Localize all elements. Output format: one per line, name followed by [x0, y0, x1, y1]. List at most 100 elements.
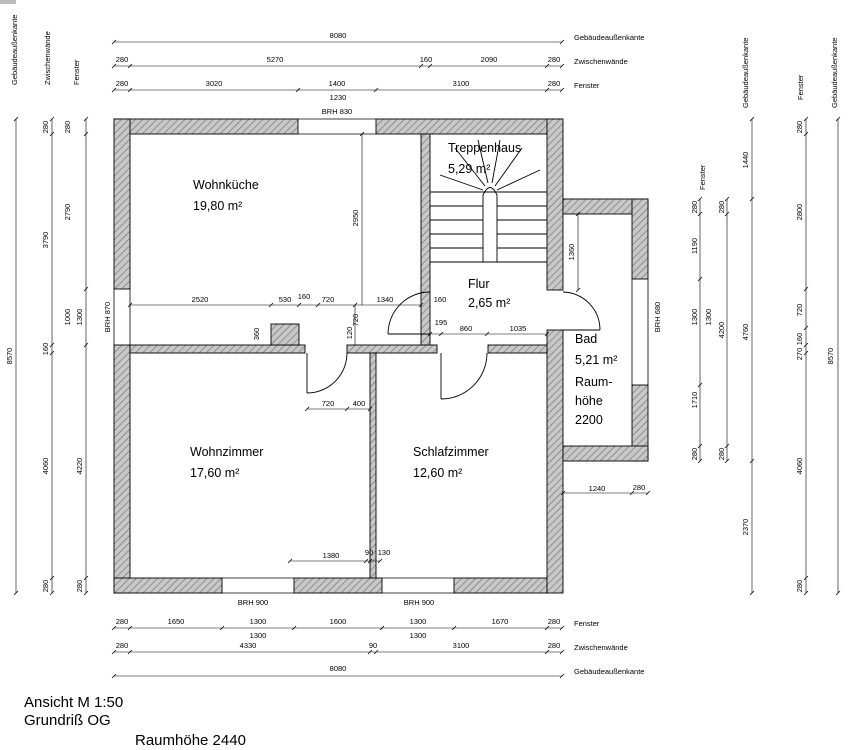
brh-top: BRH 830	[322, 107, 352, 116]
left-wall-dim: 160	[41, 343, 50, 356]
bottom-walls-label: Zwischenwände	[574, 643, 628, 652]
right-window-dim: 1710	[690, 392, 699, 409]
right-window-dim: 1190	[690, 238, 699, 254]
right-exterior-label-2: Gebäudeaußenkante	[830, 38, 839, 108]
right-mid-dim: 4760	[741, 324, 750, 341]
left-window-dim: 280	[63, 121, 72, 134]
right-inner-dim: 4200	[717, 322, 726, 339]
bottom-windows-label: Fenster	[574, 619, 600, 628]
right-far-dim: 270	[795, 348, 804, 361]
right-far-dim: 160	[795, 333, 804, 346]
corner-fragment	[0, 0, 16, 4]
bottom-wall-dim: 280	[548, 641, 561, 650]
dim-1340: 1340	[377, 295, 394, 304]
dim-195: 195	[435, 318, 448, 327]
top-window-dim: 280	[548, 79, 561, 88]
bottom-wall-dim: 280	[116, 641, 129, 650]
brh-right: BRH 680	[653, 302, 662, 332]
bottom-dimension-labels: 280 1650 1300 1600 1300 1670 280 Fenster…	[116, 617, 645, 676]
right-window-dim: 1300	[690, 309, 699, 326]
top-window-dim: 3020	[206, 79, 223, 88]
brh-left: BRH 870	[103, 302, 112, 332]
bottom-window-dim: 1600	[330, 617, 347, 626]
room-flur-name: Flur	[468, 277, 490, 291]
top-total-dim: 8080	[330, 31, 347, 40]
bottom-window-dim: 1300	[410, 617, 427, 626]
doors	[306, 291, 601, 400]
room-schlafzimmer-area: 12,60 m²	[413, 466, 462, 480]
left-window-dim: 1000	[63, 309, 72, 326]
bottom-window-dim: 280	[548, 617, 561, 626]
right-inner-dim: 1300	[704, 309, 713, 326]
right-far-dim: 720	[795, 304, 804, 317]
top-windows-label: Fenster	[574, 81, 600, 90]
right-far-dim: 2800	[795, 204, 804, 221]
left-window-dim: 4220	[75, 458, 84, 475]
right-mid-dim: 2370	[741, 519, 750, 536]
dim-1380: 1380	[323, 551, 340, 560]
dim-1360: 1360	[567, 244, 576, 261]
staircase	[430, 139, 547, 263]
right-inner-dim: 280	[717, 448, 726, 461]
bottom-window-dim: 1650	[168, 617, 185, 626]
room-wohnkueche-name: Wohnküche	[193, 178, 259, 192]
left-dimension-labels: Gebäudeaußenkante Zwischenwände Fenster …	[5, 15, 84, 593]
bottom-window-dim: 1670	[492, 617, 509, 626]
dim-720a: 720	[322, 295, 335, 304]
brh-bottom-right: BRH 900	[404, 598, 434, 607]
dim-2520: 2520	[192, 295, 209, 304]
right-inner-dim: 280	[717, 201, 726, 214]
top-window-dim: 280	[116, 79, 129, 88]
left-wall-dim: 280	[41, 580, 50, 593]
bottom-wall-dim: 4330	[240, 641, 257, 650]
room-labels: Wohnküche 19,80 m² Treppenhaus 5,29 m² F…	[190, 141, 617, 480]
dim-1035: 1035	[510, 324, 527, 333]
dim-360: 360	[252, 328, 261, 341]
left-windows-label: Fenster	[72, 59, 81, 85]
left-walls-label: Zwischenwände	[43, 31, 52, 85]
dim-2950: 2950	[351, 210, 360, 227]
right-far-dim: 280	[795, 121, 804, 134]
room-wohnkueche-area: 19,80 m²	[193, 199, 242, 213]
walls	[113, 118, 649, 594]
top-wall-dim: 160	[420, 55, 433, 64]
dim-90: 90	[365, 548, 373, 557]
bottom-wall-dim: 90	[369, 641, 377, 650]
bottom-window-dim: 1300	[250, 617, 267, 626]
bottom-wall-dim: 3100	[453, 641, 470, 650]
top-window-dim: 1400	[329, 79, 346, 88]
room-treppenhaus-area: 5,29 m²	[448, 162, 490, 176]
room-bad-name: Bad	[575, 332, 597, 346]
dim-530: 530	[279, 295, 292, 304]
top-wall-dim: 280	[548, 55, 561, 64]
right-windows-label-2: Fenster	[796, 74, 805, 100]
right-windows-label-1: Fenster	[698, 164, 707, 190]
dimension-ticks	[13, 39, 841, 679]
left-wall-dim: 4060	[41, 458, 50, 475]
left-total-dim: 8570	[5, 348, 14, 365]
left-wall-dim: 280	[41, 121, 50, 134]
bottom-exterior-label: Gebäudeaußenkante	[574, 667, 644, 676]
top-exterior-label: Gebäudeaußenkante	[574, 33, 644, 42]
top-wall-dim: 5270	[267, 55, 284, 64]
room-wohnzimmer-area: 17,60 m²	[190, 466, 239, 480]
legend-room-height: Raumhöhe 2440	[135, 732, 246, 749]
dim-160a: 160	[298, 292, 311, 301]
bottom-window-dim: 280	[116, 617, 129, 626]
dim-720v: 720	[351, 314, 360, 327]
room-bad-note3: 2200	[575, 413, 603, 427]
left-exterior-label: Gebäudeaußenkante	[10, 15, 19, 85]
room-bad-note2: höhe	[575, 394, 603, 408]
top-window-dim: 3100	[453, 79, 470, 88]
right-total-dim: 8570	[826, 348, 835, 365]
legend-scale: Ansicht M 1:50	[24, 694, 124, 711]
dim-130: 130	[378, 548, 391, 557]
top-window-sub-dim: 1230	[330, 93, 347, 102]
right-window-dim: 280	[690, 201, 699, 214]
dim-160b: 160	[434, 295, 447, 304]
right-window-dim: 280	[690, 448, 699, 461]
right-mid-dim: 1440	[741, 152, 750, 169]
right-far-dim: 4060	[795, 458, 804, 475]
left-wall-dim: 3790	[41, 232, 50, 249]
